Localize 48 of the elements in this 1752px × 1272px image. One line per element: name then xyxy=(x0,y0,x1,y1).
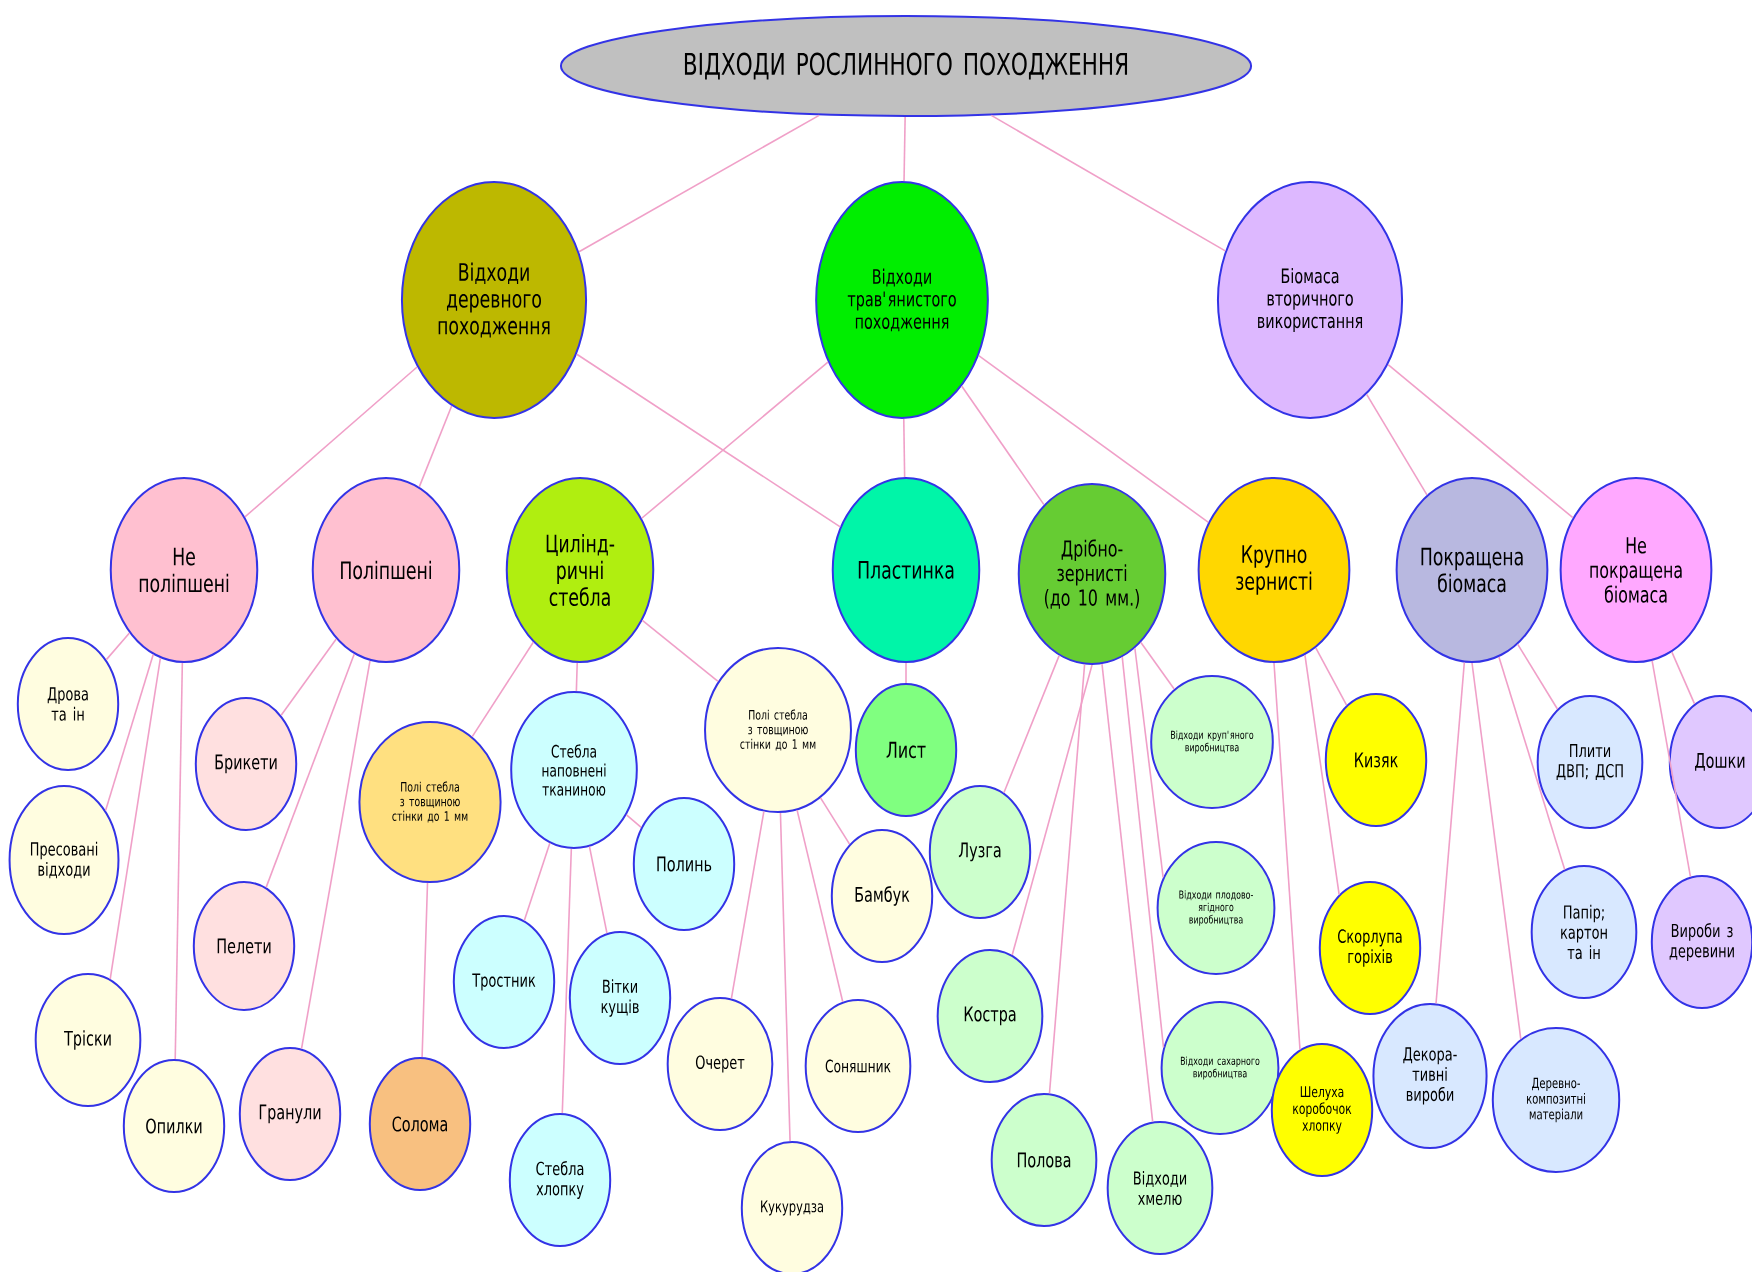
connector-line xyxy=(905,662,907,684)
connector-line xyxy=(1365,393,1428,496)
connector-line xyxy=(105,632,131,661)
connector-line xyxy=(1121,656,1165,1049)
connector-line xyxy=(1048,663,1086,1095)
connector-line xyxy=(1516,643,1559,710)
connector-line xyxy=(1471,662,1522,1040)
connector-line xyxy=(990,114,1227,252)
connector-line xyxy=(174,662,184,1060)
connector-line xyxy=(561,848,573,1114)
connector-line xyxy=(779,812,791,1142)
connector-line xyxy=(640,361,829,520)
connector-line xyxy=(1003,654,1060,794)
connector-line xyxy=(730,810,765,1000)
connector-line xyxy=(641,619,719,683)
connector-line xyxy=(471,641,535,738)
connector-line xyxy=(977,354,1210,524)
connector-line xyxy=(819,797,851,845)
connector-line xyxy=(265,653,356,889)
connector-line xyxy=(576,353,841,528)
connector-line xyxy=(1435,661,1466,1005)
connector-line xyxy=(625,814,642,829)
connector-line xyxy=(1011,664,1093,956)
connector-line xyxy=(1315,647,1348,706)
connector-line xyxy=(280,638,338,717)
connector-line xyxy=(1651,660,1692,878)
connector-line xyxy=(1498,656,1566,871)
connector-line xyxy=(1140,641,1175,690)
connector-line xyxy=(796,809,844,1003)
connector-line xyxy=(418,405,453,488)
connector-line xyxy=(902,418,906,478)
connector-line xyxy=(961,385,1045,506)
connector-line xyxy=(1273,662,1301,1051)
connector-line xyxy=(109,657,162,980)
connector-line xyxy=(244,366,418,518)
connector-line xyxy=(523,842,551,922)
connector-line xyxy=(1101,663,1154,1123)
connector-line xyxy=(300,660,371,1050)
connector-line xyxy=(578,114,820,253)
connector-line xyxy=(1134,647,1164,879)
connector-line xyxy=(104,653,154,812)
connector-line xyxy=(1671,651,1696,705)
connector-line xyxy=(421,882,429,1058)
connector-line xyxy=(1387,363,1574,519)
connector-line xyxy=(903,116,906,182)
connector-line xyxy=(588,845,608,934)
connector-line xyxy=(1304,654,1340,896)
connector-line xyxy=(575,662,578,692)
